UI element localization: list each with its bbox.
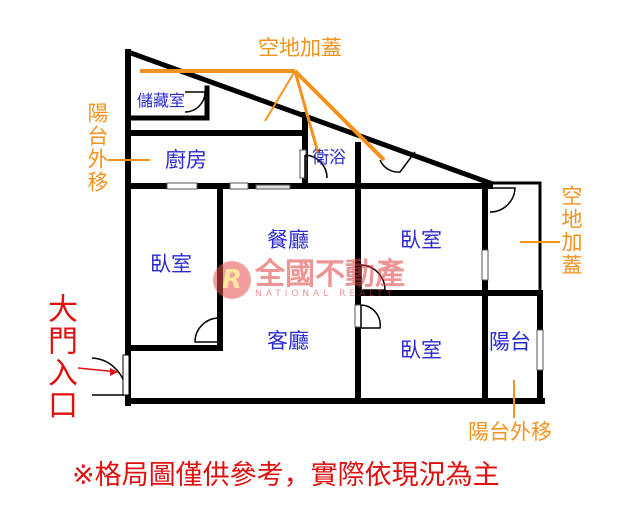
room-bedroom-right-top: 臥室 — [400, 228, 442, 252]
disclaimer: ※格局圖僅供參考，實際依現況為主 — [72, 460, 500, 491]
room-storage: 儲藏室 — [137, 91, 186, 110]
annotation-bottom-balcony-moved: 陽台外移 — [468, 420, 552, 444]
room-bedroom-left: 臥室 — [150, 252, 192, 276]
annotation-right-extension: 空地加蓋 — [559, 185, 583, 277]
door-entrance — [91, 355, 127, 396]
door-lower-bedroom — [360, 304, 381, 329]
door-right-bedroom — [360, 264, 386, 291]
storage-wall — [130, 85, 210, 121]
room-dining: 餐廳 — [267, 228, 309, 252]
door-storage — [184, 91, 206, 113]
annotation-entrance: 大門入口 — [42, 293, 77, 421]
door-balcony-right — [489, 187, 516, 213]
door-bathroom — [304, 154, 328, 179]
watermark-english: NATIONAL REALTY — [255, 289, 397, 299]
watermark: R 全國不動產 NATIONAL REALTY — [213, 260, 405, 300]
room-kitchen: 廚房 — [165, 148, 207, 172]
doors — [91, 91, 516, 396]
watermark-chinese: 全國不動產 — [255, 257, 405, 292]
room-bedroom-right-bottom: 臥室 — [400, 338, 442, 362]
room-living: 客廳 — [267, 329, 309, 353]
room-bathroom: 衛浴 — [312, 148, 346, 168]
door-balcony-top — [379, 151, 416, 173]
room-balcony: 陽台 — [489, 330, 531, 354]
annotation-top-extension: 空地加蓋 — [258, 36, 342, 60]
watermark-logo: R — [213, 260, 251, 299]
door-left-bedroom — [194, 317, 219, 343]
annotation-left-balcony-moved: 陽台外移 — [85, 102, 109, 194]
